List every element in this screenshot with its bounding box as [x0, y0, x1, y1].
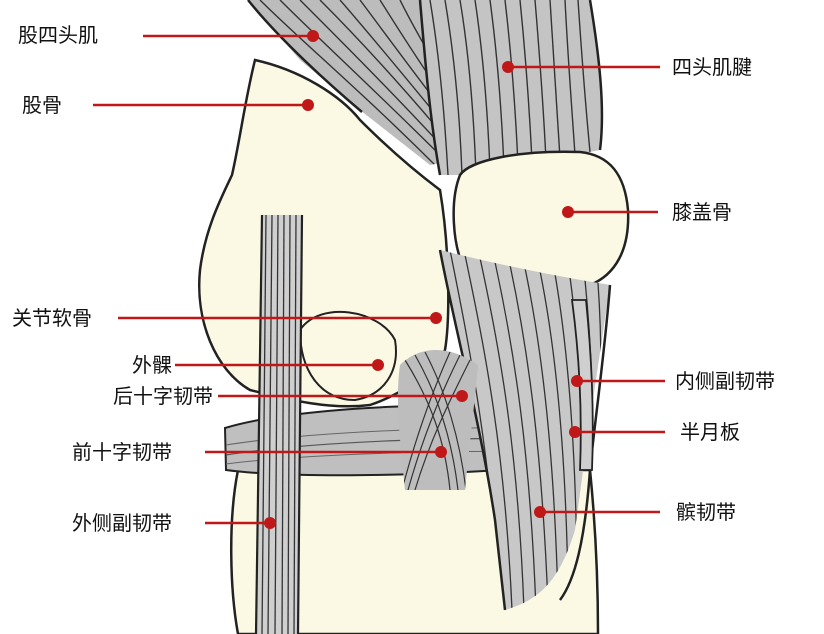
- dot-quadriceps: [307, 30, 319, 42]
- label-femur: 股骨: [22, 93, 62, 117]
- dot-quadriceps-tendon: [502, 61, 514, 73]
- dot-patella: [562, 206, 574, 218]
- dot-femur: [302, 99, 314, 111]
- label-medial-collateral: 内侧副韧带: [675, 369, 775, 393]
- label-pcl: 后十字韧带: [113, 384, 213, 408]
- label-patellar-ligament: 髌韧带: [676, 500, 736, 524]
- label-lateral-condyle: 外髁: [132, 353, 172, 377]
- dot-lateral-collateral: [264, 517, 276, 529]
- dot-patellar-ligament: [534, 506, 546, 518]
- dot-pcl: [456, 390, 468, 402]
- dot-meniscus: [569, 426, 581, 438]
- dot-acl: [435, 446, 447, 458]
- label-meniscus: 半月板: [680, 420, 740, 444]
- label-lateral-collateral: 外侧副韧带: [72, 511, 172, 535]
- label-acl: 前十字韧带: [72, 440, 172, 464]
- dot-medial-collateral: [571, 375, 583, 387]
- dot-articular-cartilage: [430, 312, 442, 324]
- label-patella: 膝盖骨: [672, 200, 732, 224]
- dot-lateral-condyle: [372, 359, 384, 371]
- label-quadriceps-tendon: 四头肌腱: [672, 55, 752, 79]
- label-articular-cartilage: 关节软骨: [12, 306, 92, 330]
- label-quadriceps: 股四头肌: [18, 23, 98, 47]
